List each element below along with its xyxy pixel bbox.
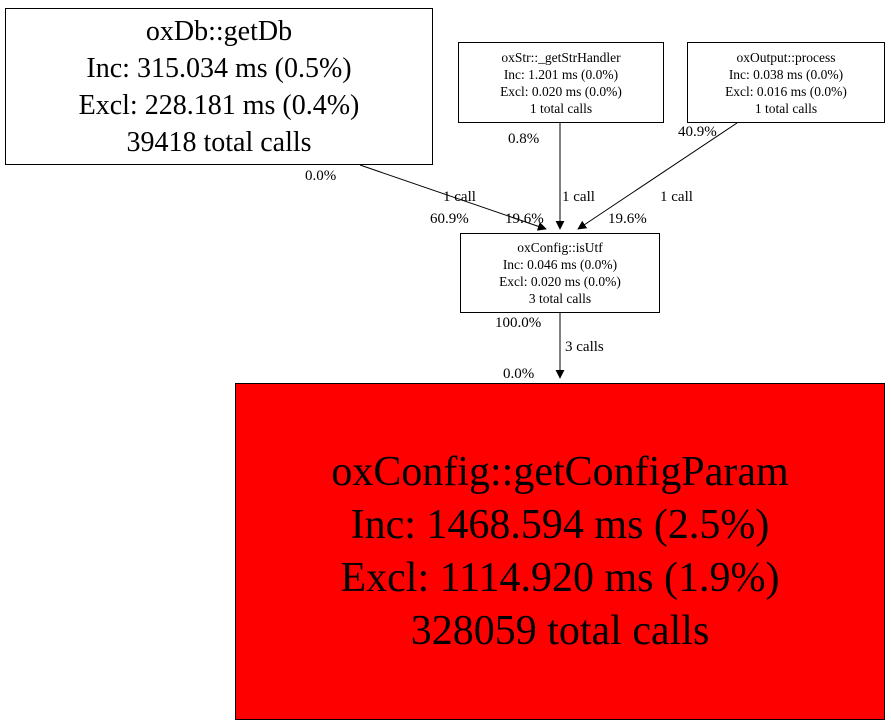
edge-call-count: 1 call [660,189,693,205]
node-oxoutput-process: oxOutput::process Inc: 0.038 ms (0.0%) E… [687,42,885,123]
node-total-calls: 328059 total calls [410,607,710,654]
edge-call-count: 1 call [562,189,595,205]
node-exclusive-time: Excl: 228.181 ms (0.4%) [78,89,360,121]
edge-target-percent: 19.6% [505,211,544,227]
edge-source-percent: 100.0% [495,315,542,331]
node-inclusive-time: Inc: 1.201 ms (0.0%) [503,66,619,82]
node-exclusive-time: Excl: 0.020 ms (0.0%) [500,83,622,99]
node-title: oxDb::getDb [145,15,293,47]
node-total-calls: 1 total calls [754,100,818,116]
node-oxstr-getstrhandler: oxStr::_getStrHandler Inc: 1.201 ms (0.0… [458,42,664,123]
node-exclusive-time: Excl: 0.020 ms (0.0%) [499,274,621,289]
edge-source-percent: 40.9% [678,124,717,140]
edge-call-count: 3 calls [565,339,604,355]
node-inclusive-time: Inc: 1468.594 ms (2.5%) [350,501,770,548]
node-title: oxConfig::isUtf [517,240,603,255]
edge-source-percent: 0.0% [305,168,337,184]
node-oxdb-getdb: oxDb::getDb Inc: 315.034 ms (0.5%) Excl:… [5,8,433,165]
node-oxconfig-getconfigparam: oxConfig::getConfigParam Inc: 1468.594 m… [235,383,885,720]
node-inclusive-time: Inc: 0.046 ms (0.0%) [502,257,618,272]
node-inclusive-time: Inc: 315.034 ms (0.5%) [86,52,352,84]
node-exclusive-time: Excl: 0.016 ms (0.0%) [725,83,847,99]
edge-target-percent: 19.6% [608,211,647,227]
node-exclusive-time: Excl: 1114.920 ms (1.9%) [340,554,780,601]
node-title: oxStr::_getStrHandler [501,49,621,65]
edge-source-percent: 0.8% [508,131,540,147]
node-title: oxOutput::process [736,49,836,65]
edge-target-percent: 0.0% [503,366,535,382]
node-total-calls: 3 total calls [528,291,592,306]
node-title: oxConfig::getConfigParam [331,448,789,495]
node-total-calls: 1 total calls [529,100,593,116]
edge-target-percent: 60.9% [430,211,469,227]
node-oxconfig-isutf: oxConfig::isUtf Inc: 0.046 ms (0.0%) Exc… [460,233,660,313]
node-inclusive-time: Inc: 0.038 ms (0.0%) [728,66,844,82]
edge-call-count: 1 call [443,189,476,205]
node-total-calls: 39418 total calls [126,126,312,158]
